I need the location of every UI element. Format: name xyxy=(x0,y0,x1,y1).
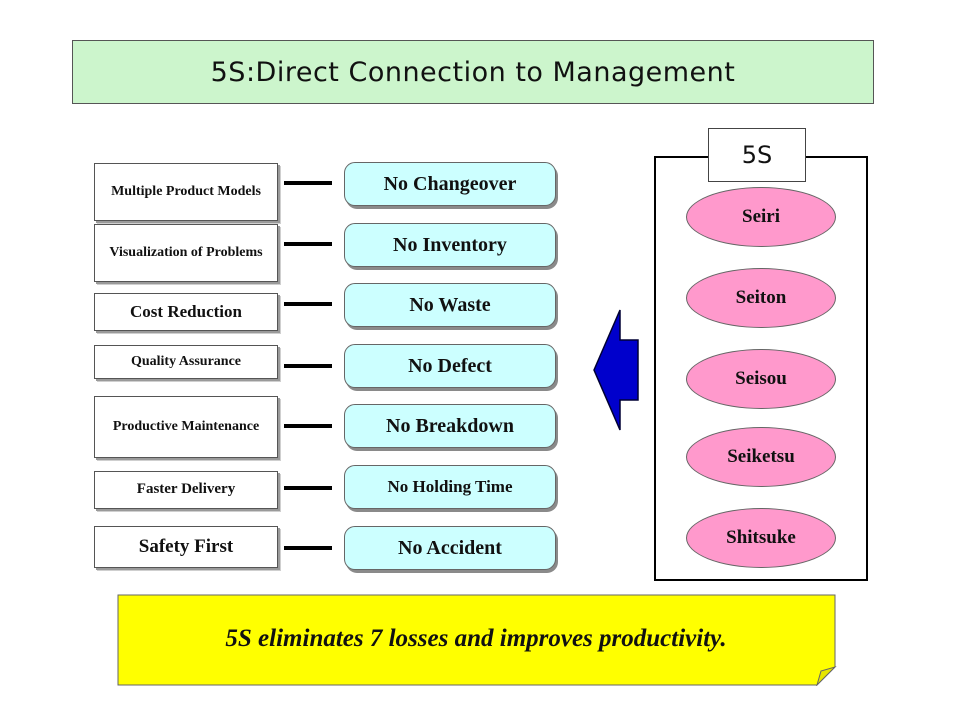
connector-line xyxy=(284,364,332,368)
left-arrow-icon xyxy=(593,309,639,431)
connector-line xyxy=(284,302,332,306)
five-s-item-seiketsu: Seiketsu xyxy=(686,427,836,487)
no-holding-time-pill: No Holding Time xyxy=(344,465,556,509)
no-waste-pill: No Waste xyxy=(344,283,556,327)
benefit-quality-assurance: Quality Assurance xyxy=(94,345,278,379)
benefit-cost-reduction: Cost Reduction xyxy=(94,293,278,331)
benefit-productive-maintenance: Productive Maintenance xyxy=(94,396,278,458)
no-changeover-pill: No Changeover xyxy=(344,162,556,206)
connector-line xyxy=(284,486,332,490)
benefit-faster-delivery: Faster Delivery xyxy=(94,471,278,509)
no-accident-pill: No Accident xyxy=(344,526,556,570)
no-inventory-pill: No Inventory xyxy=(344,223,556,267)
five-s-item-shitsuke: Shitsuke xyxy=(686,508,836,568)
five-s-item-seiton: Seiton xyxy=(686,268,836,328)
five-s-label: 5S xyxy=(708,128,806,182)
connector-line xyxy=(284,242,332,246)
five-s-item-seiri: Seiri xyxy=(686,187,836,247)
page-title: 5S:Direct Connection to Management xyxy=(72,40,874,104)
benefit-multiple-product-models: Multiple Product Models xyxy=(94,163,278,221)
benefit-safety-first: Safety First xyxy=(94,526,278,568)
no-defect-pill: No Defect xyxy=(344,344,556,388)
connector-line xyxy=(284,546,332,550)
connector-line xyxy=(284,424,332,428)
summary-callout xyxy=(117,594,837,686)
summary-text: 5S eliminates 7 losses and improves prod… xyxy=(225,625,727,652)
benefit-visualization-of-problems: Visualization of Problems xyxy=(94,224,278,282)
no-breakdown-pill: No Breakdown xyxy=(344,404,556,448)
five-s-item-seisou: Seisou xyxy=(686,349,836,409)
connector-line xyxy=(284,181,332,185)
